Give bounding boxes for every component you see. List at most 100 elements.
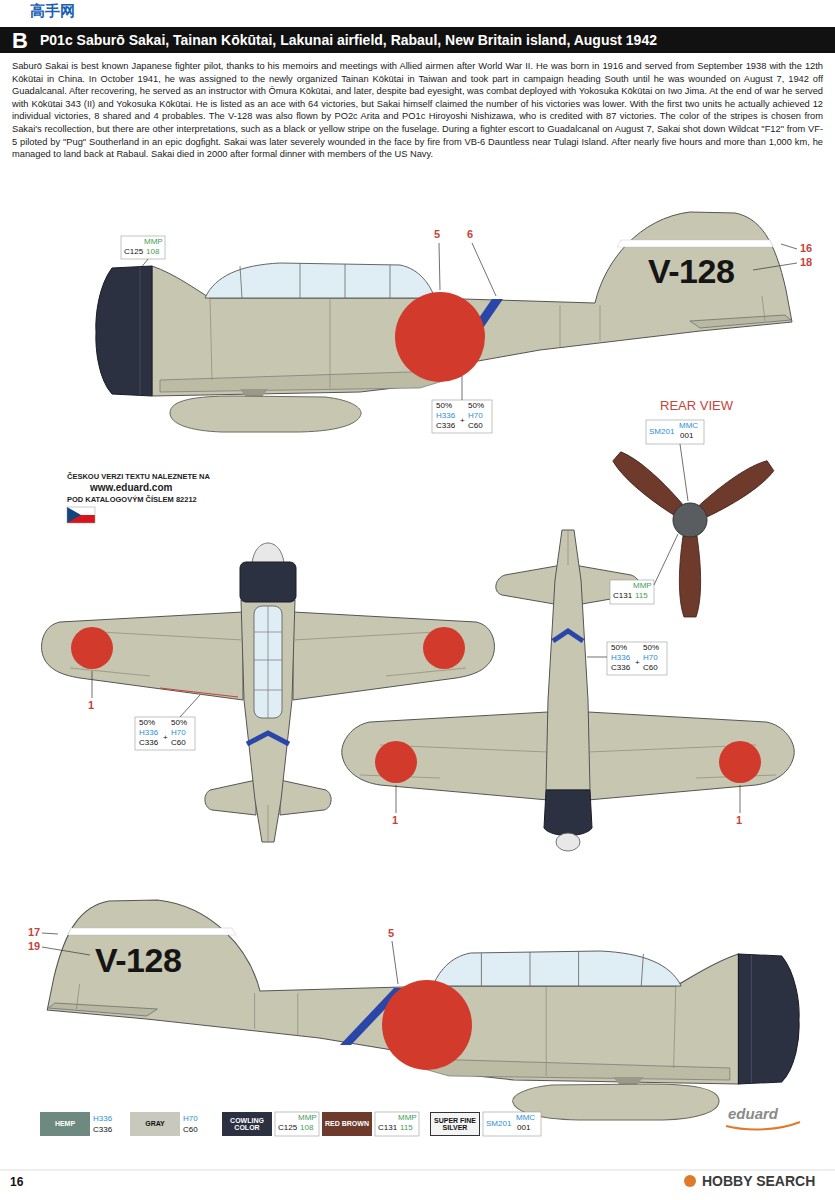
illustration-part: [646, 420, 704, 444]
paint-code: C336: [139, 739, 158, 747]
paint-code: H336: [436, 412, 455, 420]
paint-code: C60: [643, 664, 658, 672]
paint-code: 50%: [611, 644, 627, 652]
language-note: POD KATALOGOVÝM ČÍSLEM 82212: [67, 496, 197, 504]
paint-code: C125: [124, 248, 143, 256]
bottom-rule: [0, 1170, 835, 1171]
illustration-part: [544, 790, 592, 836]
watermark: HOBBY SEARCH: [700, 1173, 817, 1189]
paint-code: 50%: [171, 719, 187, 727]
paint-code: H336: [139, 729, 158, 737]
illustration-part: [293, 612, 494, 700]
paint-code: C125: [278, 1124, 297, 1132]
history-note: Saburō Sakai is best known Japanese figh…: [12, 60, 823, 161]
illustration-part: [42, 947, 90, 955]
brand-logo: eduard: [728, 1106, 778, 1121]
paint-code: 115: [400, 1124, 413, 1132]
illustration-part: [396, 785, 397, 813]
callout-number: 5: [388, 928, 394, 939]
paint-code: MMP: [144, 238, 163, 246]
color-swatch: COWLING COLOR: [222, 1112, 272, 1136]
paint-code: C336: [436, 422, 455, 430]
paint-code: H70: [183, 1115, 198, 1123]
illustration-part: [587, 657, 607, 658]
illustration-part: [483, 1112, 541, 1136]
illustration-part: [180, 695, 200, 717]
illustration-part: [588, 712, 794, 800]
paint-code: SM201: [649, 428, 674, 436]
paint-code: 50%: [643, 644, 659, 652]
side-view-left: [96, 212, 792, 432]
paint-code: H336: [611, 654, 630, 662]
illustration-part: [556, 833, 580, 851]
illustration-part: [719, 741, 761, 783]
illustration-part: [654, 534, 678, 585]
callout-number: 19: [28, 941, 40, 952]
language-note: ČESKOU VERZI TEXTU NALEZNETE NA: [67, 473, 210, 481]
watermark-icon: [684, 1175, 696, 1187]
illustration-part: [610, 448, 685, 517]
paint-code: SM201: [486, 1120, 511, 1128]
illustration-part: [92, 671, 93, 698]
paint-code: 001: [680, 432, 693, 440]
sheet-title: P01c Saburō Sakai, Tainan Kōkūtai, Lakun…: [40, 33, 657, 47]
leader-lines: [42, 243, 797, 984]
paint-code: +: [635, 659, 640, 667]
illustration-part: [67, 507, 95, 523]
paint-code: C131: [613, 592, 632, 600]
web-address: www.eduard.com: [90, 483, 172, 493]
illustration-part: [275, 1112, 319, 1136]
paint-code: C60: [468, 422, 483, 430]
illustration-part: [610, 580, 654, 604]
illustration-part: [42, 612, 243, 700]
title-bar: [0, 27, 835, 53]
paint-code: C60: [171, 739, 186, 747]
illustration-part: [136, 259, 148, 274]
illustration-part: [546, 530, 590, 790]
paint-code: +: [163, 734, 168, 742]
illustration-part: [697, 457, 776, 520]
illustration-part: [432, 400, 492, 433]
callout-number: 16: [800, 243, 812, 254]
illustration-part: [375, 741, 417, 783]
watermark: 高手网: [30, 3, 75, 18]
paint-code: MMP: [633, 582, 652, 590]
illustration-part: [205, 780, 256, 815]
paint-code: H70: [643, 654, 658, 662]
illustration-part: [673, 503, 707, 537]
paint-code: C131: [378, 1124, 397, 1132]
illustration-part: [342, 712, 548, 800]
callout-number: 5: [434, 229, 440, 240]
illustration-part: [247, 733, 289, 744]
code-boxes: [121, 236, 704, 1136]
color-swatch: SUPER FINE SILVER: [430, 1112, 480, 1136]
paint-code: C336: [611, 664, 630, 672]
illustration-part: [42, 933, 58, 934]
illustration-part: [607, 642, 667, 675]
illustration-part: [781, 244, 797, 249]
aircraft-code: V-128: [648, 254, 734, 288]
illustration-part: [67, 507, 81, 523]
illustration-part: [254, 606, 282, 718]
top-view: [42, 543, 495, 842]
illustration-part: [679, 536, 700, 617]
paint-code: H70: [468, 412, 483, 420]
illustration-part: [553, 631, 583, 641]
illustration-part: [135, 717, 195, 750]
callout-number: 18: [800, 257, 812, 268]
bottom-view: [342, 530, 794, 851]
aircraft-code: V-128: [95, 943, 181, 977]
color-swatch: GRAY: [130, 1112, 180, 1136]
page-number: 16: [10, 1176, 23, 1188]
illustration-part: [496, 565, 562, 605]
paint-code: C336: [93, 1126, 112, 1134]
color-name: RED BROWN: [323, 1119, 371, 1128]
illustration-part: [254, 606, 282, 718]
color-swatch: HEMP: [40, 1112, 90, 1136]
illustration-part: [680, 444, 688, 501]
illustration-part: [280, 780, 331, 815]
color-name: HEMP: [53, 1119, 77, 1128]
paint-code: H70: [171, 729, 186, 737]
callout-number: 1: [88, 700, 94, 711]
